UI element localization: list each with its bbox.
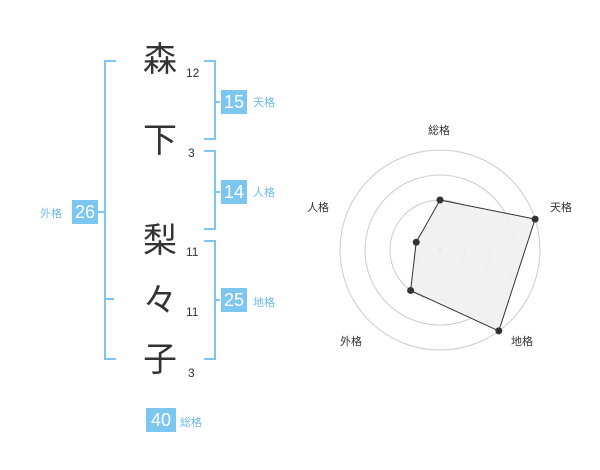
radar-point-4 xyxy=(407,286,415,294)
name-char-2: 下 xyxy=(143,121,177,161)
radar-ring-4 xyxy=(339,149,541,351)
radar-series-shape xyxy=(410,199,536,332)
gaikaku-label: 外格 xyxy=(40,207,62,220)
name-char-4: 々 xyxy=(143,281,177,321)
jinkaku-bracket-connector xyxy=(214,191,220,193)
name-char-5: 子 xyxy=(143,340,177,380)
stroke-count-4: 11 xyxy=(186,305,199,319)
radar-point-2 xyxy=(531,215,539,223)
name-char-1: 森 xyxy=(143,40,177,80)
gaikaku-bracket xyxy=(104,60,116,360)
radar-point-3 xyxy=(495,327,503,335)
radar-axis-label-jinkaku: 人格 xyxy=(307,201,329,214)
radar-axis-label-soukaku: 総格 xyxy=(428,124,450,137)
gaikaku-score-badge: 26 xyxy=(72,200,98,224)
jinkaku-score-badge: 14 xyxy=(221,180,247,204)
radar-axis-label-tenkaku: 天格 xyxy=(550,201,572,214)
tenkaku-score-badge: 15 xyxy=(221,90,247,114)
stroke-count-5: 3 xyxy=(188,366,195,380)
stroke-count-1: 12 xyxy=(186,66,200,80)
name-char-3: 梨 xyxy=(143,221,177,261)
chikaku-label: 地格 xyxy=(253,296,275,309)
stroke-count-2: 3 xyxy=(188,146,195,160)
soukaku-score-badge: 40 xyxy=(146,408,176,432)
radar-point-5 xyxy=(412,238,420,246)
soukaku-label: 総格 xyxy=(180,416,202,429)
tenkaku-bracket xyxy=(204,60,216,140)
radar-axis-label-chikaku: 地格 xyxy=(511,335,533,348)
gaikaku-bracket-divider xyxy=(104,298,114,300)
radar-point-1 xyxy=(436,196,444,204)
jinkaku-bracket xyxy=(204,150,216,230)
jinkaku-label: 人格 xyxy=(253,186,275,199)
radar-axis-label-gaikaku: 外格 xyxy=(340,335,362,348)
stroke-count-3: 11 xyxy=(186,245,199,259)
tenkaku-label: 天格 xyxy=(253,96,275,109)
tenkaku-bracket-connector xyxy=(214,101,220,103)
chikaku-bracket-connector xyxy=(214,299,220,301)
gaikaku-bracket-connector xyxy=(96,211,104,213)
chikaku-score-badge: 25 xyxy=(221,288,247,312)
